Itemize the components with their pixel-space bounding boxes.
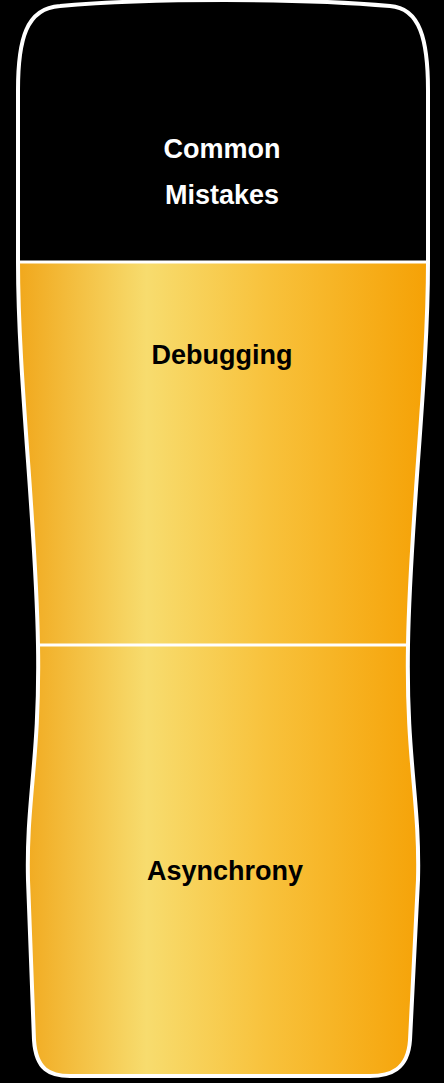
- foam-region: [0, 0, 444, 262]
- band-divider: [0, 261, 444, 264]
- band-label: Asynchrony: [147, 853, 303, 889]
- glass-band: Debugging: [40, 264, 404, 644]
- band-label: Common Mistakes: [132, 126, 312, 218]
- beer-region: [0, 262, 444, 1083]
- band-label: Debugging: [152, 337, 293, 373]
- band-divider: [0, 644, 444, 647]
- glass-band: Common Mistakes: [30, 8, 414, 262]
- glass-outline: [18, 0, 428, 1076]
- glass-band: Asynchrony: [45, 647, 405, 1075]
